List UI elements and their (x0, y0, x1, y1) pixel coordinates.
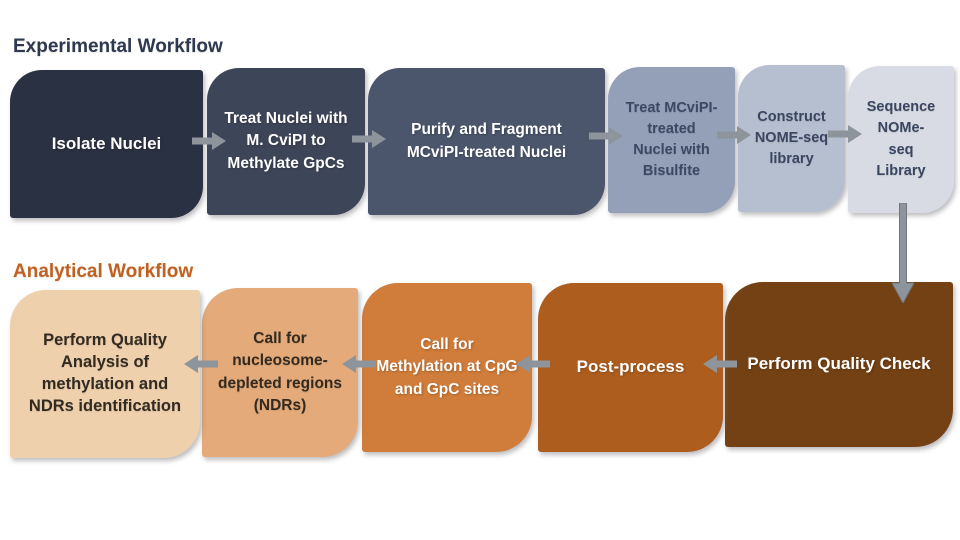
step-label: Sequence NOMe- seq Library (866, 99, 936, 179)
step-label: Purify and Fragment MCviPI-treated Nucle… (406, 121, 567, 161)
flow-arrow-right-icon (192, 132, 226, 150)
step-label: Perform Quality Analysis of methylation … (28, 331, 182, 415)
flow-arrow-left-icon (184, 355, 218, 373)
step-call-methylation: Call for Methylation at CpG and GpC site… (362, 283, 532, 452)
step-treat-nuclei-cvipi: Treat Nuclei with M. CviPI to Methylate … (207, 68, 365, 215)
step-label: Call for Methylation at CpG and GpC site… (376, 335, 518, 398)
step-label: Isolate Nuclei (51, 133, 162, 153)
step-label: Construct NOME-seq library (754, 108, 829, 167)
flow-arrow-left-icon (516, 355, 550, 373)
flow-arrow-right-icon (589, 127, 623, 145)
step-sequence-library: Sequence NOMe- seq Library (848, 66, 954, 213)
step-label: Post-process (576, 357, 685, 377)
step-construct-library: Construct NOME-seq library (738, 65, 845, 212)
step-label: Treat Nuclei with M. CviPI to Methylate … (224, 109, 348, 172)
step-bisulfite-treat: Treat MCviPI- treated Nuclei with Bisulf… (608, 67, 735, 213)
step-quality-analysis: Perform Quality Analysis of methylation … (10, 290, 200, 458)
step-label: Treat MCviPI- treated Nuclei with Bisulf… (625, 99, 718, 180)
step-isolate-nuclei: Isolate Nuclei (10, 70, 203, 218)
flow-arrow-left-icon (703, 355, 737, 373)
analytical-workflow-title: Analytical Workflow (13, 261, 194, 282)
step-post-process: Post-process (538, 283, 723, 452)
experimental-workflow-title: Experimental Workflow (13, 36, 223, 57)
step-call-ndrs: Call for nucleosome- depleted regions (N… (202, 288, 358, 457)
flow-arrow-left-icon (342, 355, 376, 373)
step-label: Perform Quality Check (747, 354, 931, 374)
flow-arrow-down-icon (891, 202, 915, 305)
flow-arrow-right-icon (828, 125, 862, 143)
flow-arrow-right-icon (717, 126, 751, 144)
step-perform-quality-check: Perform Quality Check (725, 282, 953, 447)
step-label: Call for nucleosome- depleted regions (N… (217, 329, 343, 414)
step-purify-fragment: Purify and Fragment MCviPI-treated Nucle… (368, 68, 605, 215)
flow-arrow-right-icon (352, 130, 386, 148)
